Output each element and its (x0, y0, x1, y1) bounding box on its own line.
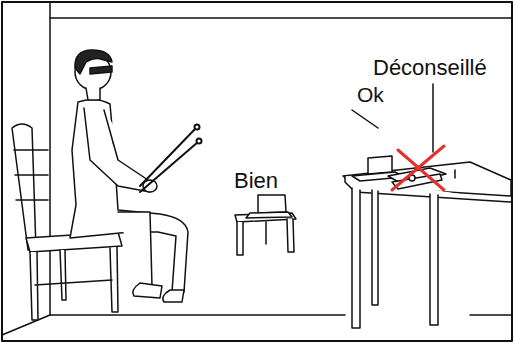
floor-line (50, 314, 511, 316)
table (343, 162, 511, 328)
cross-mark (392, 146, 444, 190)
seated-person (70, 50, 188, 302)
laptop-stool (246, 195, 292, 218)
callout-label: Bien (234, 170, 278, 192)
stool (235, 213, 296, 255)
callout-label: Ok (357, 84, 384, 105)
leader-line (432, 84, 434, 152)
ceiling-line (50, 17, 511, 19)
drumsticks (140, 125, 202, 193)
callout-label: Déconseillé (373, 57, 487, 79)
leader-line (352, 110, 378, 128)
